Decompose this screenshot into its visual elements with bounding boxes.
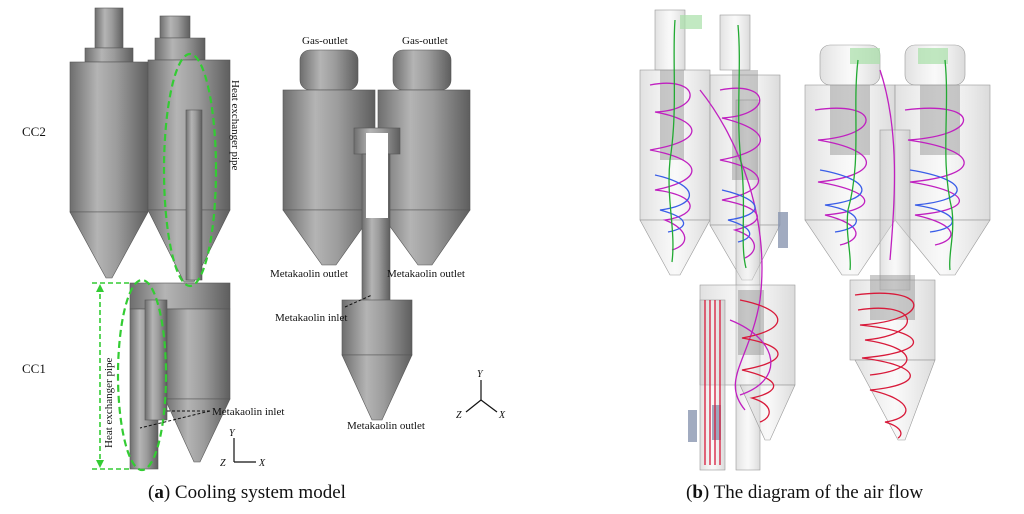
label-metakaolin-outlet-left: Metakaolin outlet [270, 268, 348, 280]
streamlines-left [649, 19, 779, 465]
label-gas-outlet-right: Gas-outlet [402, 35, 448, 47]
marker-arrow-top [96, 284, 104, 292]
label-metakaolin-outlet-right: Metakaolin outlet [387, 268, 465, 280]
streamlines-right [814, 59, 965, 439]
axes-left [233, 438, 256, 463]
label-gas-outlet-left: Gas-outlet [302, 35, 348, 47]
axis-left-x: X [258, 458, 266, 469]
axis-right-z: Z [456, 410, 462, 421]
cc1-height-marker [92, 282, 130, 470]
caption-b: (b) The diagram of the air flow [686, 482, 924, 503]
label-metakaolin-inlet-right: Metakaolin inlet [275, 312, 347, 324]
label-cc2: CC2 [22, 124, 46, 139]
label-metakaolin-inlet-left: Metakaolin inlet [212, 406, 284, 418]
flow-model-left [639, 9, 796, 471]
flow-inlets-left [688, 212, 788, 442]
label-heat-exchanger-bottom: Heat exchanger pipe [103, 357, 115, 448]
label-heat-exchanger-top: Heat exchanger pipe [229, 80, 241, 171]
axis-left-z: Z [220, 458, 226, 469]
leader-lines-left [139, 410, 211, 429]
caption-a: (a) Cooling system model [148, 482, 346, 503]
heat-exchanger-outlines [116, 52, 218, 472]
middle-opening [366, 133, 388, 218]
label-cc1: CC1 [22, 361, 46, 376]
axis-left-y: Y [229, 428, 236, 439]
axes-right [465, 380, 498, 413]
marker-arrow-bottom [96, 460, 104, 468]
flow-model-right [804, 44, 991, 441]
axis-right-x: X [498, 410, 506, 421]
flow-inner-pipes-right [830, 85, 960, 320]
label-metakaolin-outlet-bottom: Metakaolin outlet [347, 420, 425, 432]
axis-right-y: Y [477, 369, 484, 380]
model-middle [282, 49, 471, 421]
